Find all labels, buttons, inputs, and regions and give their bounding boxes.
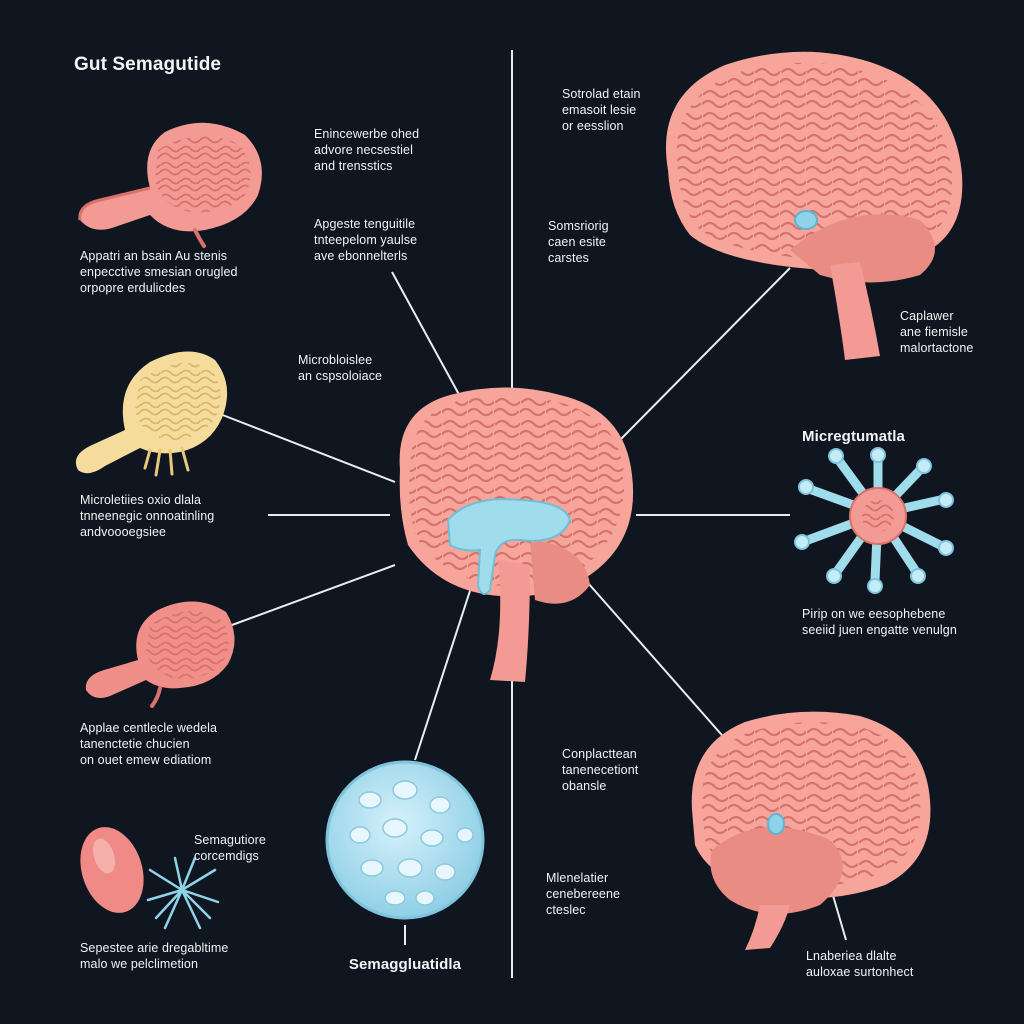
diagram-title: Gut Semagutide: [74, 54, 222, 75]
semaglutide-cell-illustration: [325, 760, 485, 920]
brain-illustration-bottom-right: [691, 711, 931, 950]
connector-lines: [219, 50, 847, 978]
bacterium-illustration: [146, 856, 220, 930]
line-bottom-right-stem: [831, 891, 847, 941]
label-stomach-lower: Applae centlecle wedela tanenctetie chuc…: [80, 721, 218, 767]
stomach-illustration-lower: [85, 601, 235, 708]
label-bottom-right: Lnaberiea dlalte auloxae surtonhect: [806, 949, 914, 979]
label-yellow-organ: Microletiies oxio dlala tnneenegic onnoa…: [80, 493, 215, 539]
line-to-cell: [414, 559, 481, 761]
label-microglia-desc: Pirip on we eesophebene seeiid juen enga…: [802, 607, 957, 637]
label-lower-center-2: Mlenelatier cenebereene cteslec: [546, 871, 621, 917]
label-brain-right: Caplawer ane fiemisle malortactone: [900, 309, 974, 355]
label-center-top-2: Apgeste tenguitile tnteepelom yaulse ave…: [314, 217, 418, 263]
brain-illustration-top-right: [665, 51, 963, 360]
label-microbiome: Microbloislee an cspsoloiace: [298, 353, 383, 383]
label-bottom-left-small: Semagutiore corcemdigs: [194, 833, 266, 863]
line-to-top-right-brain: [619, 267, 791, 441]
label-bottom-left: Sepestee arie dregabltime malo we pelcli…: [80, 941, 229, 971]
label-stomach-top: Appatri an bsain Au stenis enpecctive sm…: [80, 249, 238, 295]
central-brain-illustration: [399, 387, 634, 682]
label-microglia-title: Micregtumatla: [802, 428, 905, 445]
label-lower-center-1: Conplacttean tanenecetiont obansle: [562, 747, 639, 793]
line-to-center-top: [391, 271, 463, 401]
stomach-illustration-top: [78, 122, 262, 248]
label-mid-right: Somsriorig caen esite carstes: [548, 219, 609, 265]
label-top-right: Sotrolad etain emasoit lesie or eesslion: [562, 87, 641, 133]
line-to-yellow-organ: [219, 413, 396, 483]
microglia-illustration: [794, 447, 954, 594]
line-to-lower-stomach: [231, 564, 396, 626]
yellow-organ-illustration: [75, 351, 228, 477]
capsule-illustration: [80, 827, 144, 913]
label-semaglutide-cell: Semaggluatidla: [348, 956, 462, 973]
label-center-top-1: Enincewerbe ohed advore necsestiel and t…: [314, 127, 420, 173]
line-to-bottom-right-brain: [587, 582, 729, 743]
